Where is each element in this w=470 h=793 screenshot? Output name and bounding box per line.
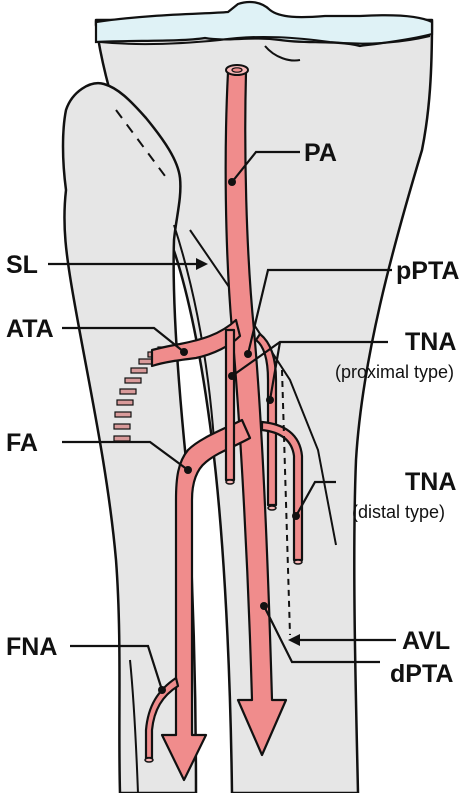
label-ata: ATA <box>6 315 54 343</box>
tibia-plateau-line <box>99 35 431 46</box>
label-pPTA: pPTA <box>396 257 459 285</box>
label-tna-distal: TNA <box>405 468 456 496</box>
label-avl: AVL <box>402 627 450 655</box>
label-fa: FA <box>6 429 38 457</box>
fibular-artery <box>160 418 252 782</box>
label-pa: PA <box>304 139 337 167</box>
tibia-lateral-line <box>173 224 215 441</box>
avl-dashed-line <box>281 369 291 636</box>
tna-distal-branch <box>260 420 304 562</box>
label-dPTA: dPTA <box>390 660 453 688</box>
label-tna-proximal-sub: (proximal type) <box>335 362 454 382</box>
fibula-inner-line <box>129 659 139 793</box>
anterior-tibial-artery <box>150 318 242 368</box>
tna-proximal-branch-1 <box>224 328 236 482</box>
popliteal-posterior-tibial-artery <box>224 70 288 757</box>
fibula-dashed-line <box>115 109 169 181</box>
label-fna: FNA <box>6 633 57 661</box>
label-sl: SL <box>6 251 38 279</box>
label-tna-distal-sub: (distal type) <box>352 502 445 522</box>
label-tna-proximal: TNA <box>405 328 456 356</box>
leader-lines <box>48 150 396 694</box>
tibia-plateau-cartilage <box>94 0 434 48</box>
tibia-surface-detail <box>264 45 301 62</box>
tna-proximal-branch-2 <box>254 332 278 507</box>
